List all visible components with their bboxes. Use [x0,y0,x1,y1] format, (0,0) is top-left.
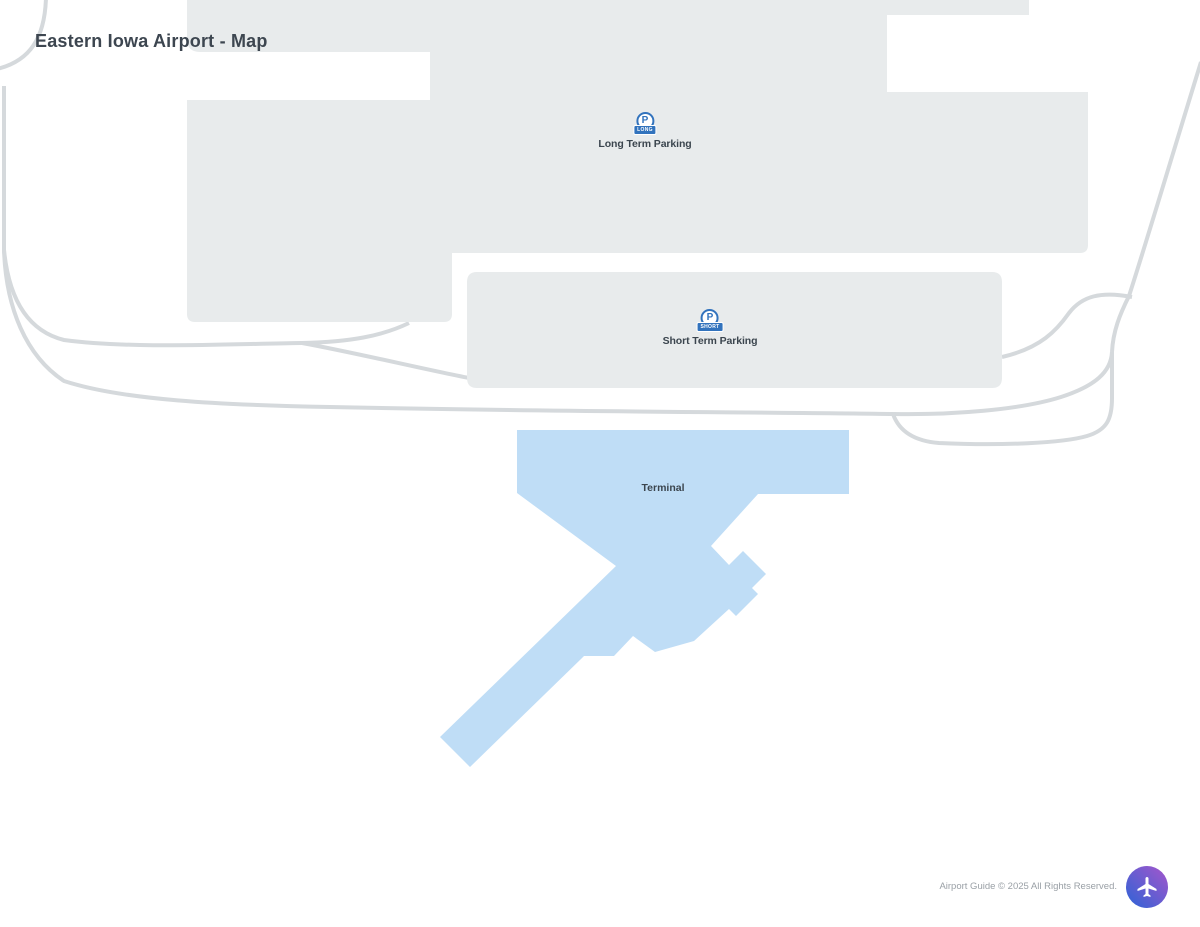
terminal-building-shape [440,430,849,767]
parking-icon-letter: P [706,312,714,323]
parking-badge-long: LONG [633,125,657,135]
road-network [0,0,1200,447]
page-title: Eastern Iowa Airport - Map [35,31,268,51]
terminal-label: Terminal [641,482,685,494]
long-term-lot-top-right-strip [887,0,1029,15]
road-upper-access [2,249,410,348]
marker-long-term-parking[interactable]: P LONG Long Term Parking [598,112,692,150]
road-left-edge-and-lower-loop [1,86,894,416]
road-northeast-highway [1110,61,1200,353]
road-short-term-entrance [301,341,475,381]
long-term-lot-right-block [887,92,1088,253]
parking-badge-short: SHORT [696,322,724,332]
long-term-lot-left-block [187,100,452,322]
marker-short-term-parking[interactable]: P SHORT Short Term Parking [663,309,758,347]
road-terminal-loop-top [892,351,1114,417]
road-terminal-loop-bottom [891,352,1114,447]
long-term-parking-label: Long Term Parking [598,138,692,150]
long-term-lot-main-block [430,0,887,253]
road-top-left-elbow [0,0,48,71]
short-term-parking-label: Short Term Parking [662,335,758,347]
airport-guide-logo[interactable] [1126,866,1168,908]
airplane-icon [1126,866,1168,908]
road-short-term-exit [1001,292,1133,359]
short-term-parking-lot [467,272,1002,388]
long-term-parking-lot [187,0,1088,322]
footer-copyright: Airport Guide © 2025 All Rights Reserved… [939,881,1117,892]
parking-icon-letter: P [641,115,649,126]
